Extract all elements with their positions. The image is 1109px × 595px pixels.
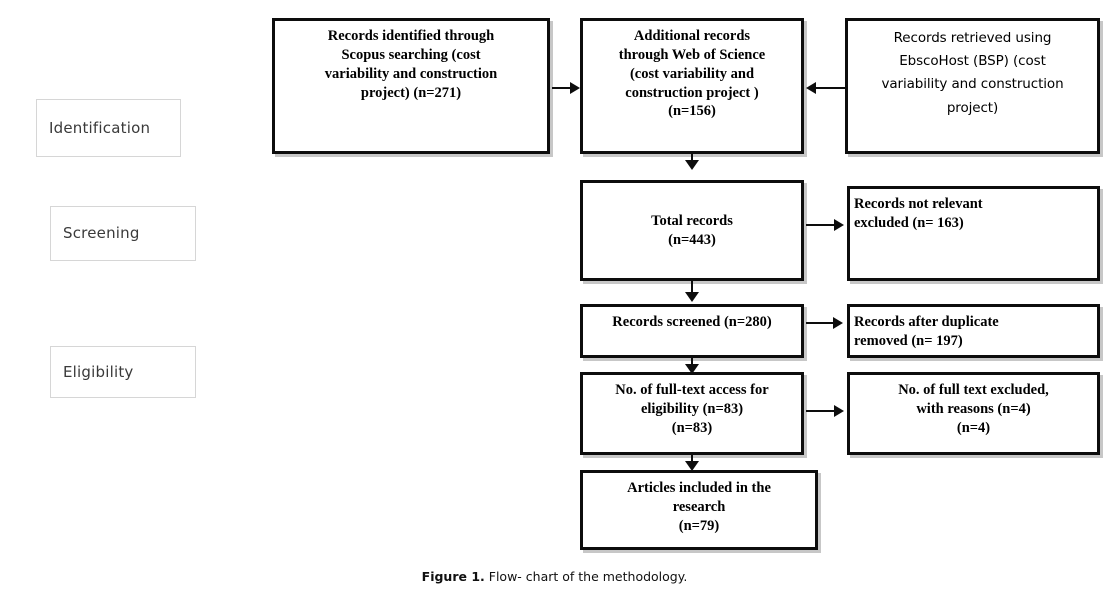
- box-records-ebscohost: Records retrieved using EbscoHost (BSP) …: [845, 18, 1100, 154]
- box-articles-included: Articles included in the research (n=79): [580, 470, 818, 550]
- box-records-web-of-science-text: Additional records through Web of Scienc…: [618, 28, 766, 120]
- box-records-web-of-science: Additional records through Web of Scienc…: [580, 18, 804, 154]
- box-full-text-access: No. of full-text access for eligibility …: [580, 372, 804, 455]
- stage-label-eligibility-text: Eligibility: [63, 362, 134, 381]
- box-records-ebscohost-text: Records retrieved using EbscoHost (BSP) …: [881, 30, 1064, 116]
- box-full-text-excluded-text: No. of full text excluded, with reasons …: [898, 382, 1049, 436]
- box-total-records: Total records (n=443): [580, 180, 804, 281]
- box-full-text-access-text: No. of full-text access for eligibility …: [615, 382, 769, 436]
- box-records-not-relevant-text: Records not relevant excluded (n= 163): [854, 196, 983, 231]
- figure-caption-text: Flow- chart of the methodology.: [484, 569, 688, 584]
- figure-caption: Figure 1. Flow- chart of the methodology…: [0, 569, 1109, 584]
- stage-label-identification: Identification: [36, 99, 181, 157]
- box-records-not-relevant: Records not relevant excluded (n= 163): [847, 186, 1100, 281]
- stage-label-identification-text: Identification: [49, 118, 151, 137]
- stage-label-eligibility: Eligibility: [50, 346, 196, 398]
- box-records-after-duplicate-text: Records after duplicate removed (n= 197): [854, 314, 999, 349]
- stage-label-screening: Screening: [50, 206, 196, 261]
- box-articles-included-text: Articles included in the research (n=79): [627, 480, 771, 534]
- box-total-records-text: Total records (n=443): [651, 212, 733, 248]
- box-records-scopus-text: Records identified through Scopus search…: [324, 28, 498, 101]
- figure-caption-label: Figure 1.: [421, 569, 485, 584]
- box-records-scopus: Records identified through Scopus search…: [272, 18, 550, 154]
- stage-label-screening-text: Screening: [63, 224, 140, 242]
- box-full-text-excluded: No. of full text excluded, with reasons …: [847, 372, 1100, 455]
- box-records-screened-text: Records screened (n=280): [612, 314, 772, 330]
- box-records-after-duplicate: Records after duplicate removed (n= 197): [847, 304, 1100, 358]
- box-records-screened: Records screened (n=280): [580, 304, 804, 358]
